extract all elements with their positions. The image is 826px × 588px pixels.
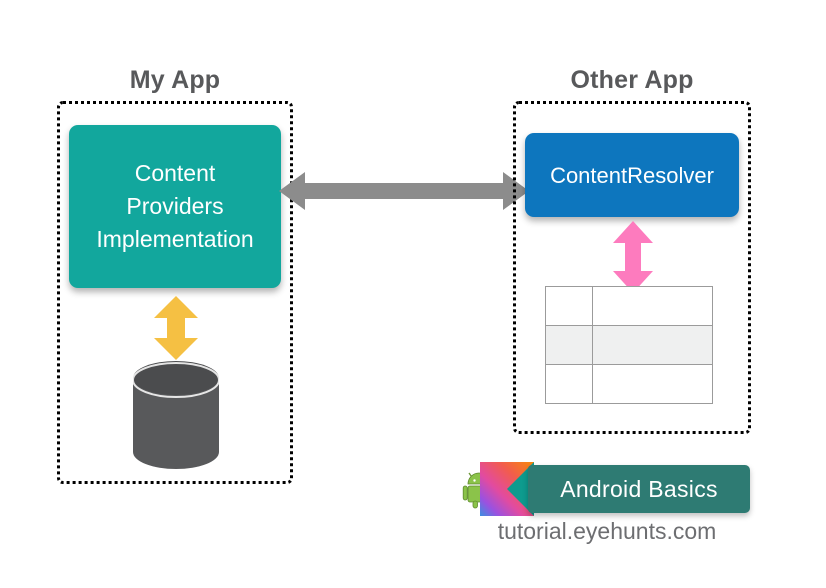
table-cell — [592, 286, 713, 326]
pink-double-arrow-icon — [613, 221, 653, 293]
table-cell — [545, 286, 593, 326]
table-cell — [545, 364, 593, 404]
android-basics-label: Android Basics — [560, 475, 718, 502]
content-resolver-label: ContentResolver — [550, 162, 714, 188]
branding-block: Android Basics tutorial.eyehunts.com — [462, 460, 752, 560]
other-app-container — [513, 101, 751, 434]
my-app-title: My App — [129, 66, 221, 94]
yellow-double-arrow-icon — [154, 296, 198, 360]
table-cell — [592, 325, 713, 365]
site-url-text: tutorial.eyehunts.com — [497, 518, 717, 544]
pink-vertical-double-arrow — [611, 221, 655, 293]
android-basics-banner: Android Basics — [528, 465, 750, 513]
table-cell — [545, 325, 593, 365]
data-table-body — [545, 286, 713, 404]
content-providers-implementation-box: Content Providers Implementation — [69, 125, 281, 288]
kotlin-logo-shape — [480, 462, 534, 516]
database-shape — [132, 361, 220, 469]
table-row — [545, 364, 713, 404]
other-app-title: Other App — [570, 66, 694, 94]
table-cell — [592, 364, 713, 404]
content-resolver-box: ContentResolver — [525, 133, 739, 217]
kotlin-k-logo-icon — [480, 462, 534, 516]
gray-horizontal-double-arrow — [279, 170, 529, 212]
table-row — [545, 286, 713, 326]
yellow-vertical-double-arrow — [152, 296, 200, 360]
table-row — [545, 325, 713, 365]
my-app-container — [57, 101, 293, 484]
database-cylinder-icon — [131, 360, 221, 470]
gray-double-arrow-icon — [279, 172, 529, 210]
content-providers-implementation-label: Content Providers Implementation — [96, 160, 254, 252]
data-table — [545, 286, 713, 404]
